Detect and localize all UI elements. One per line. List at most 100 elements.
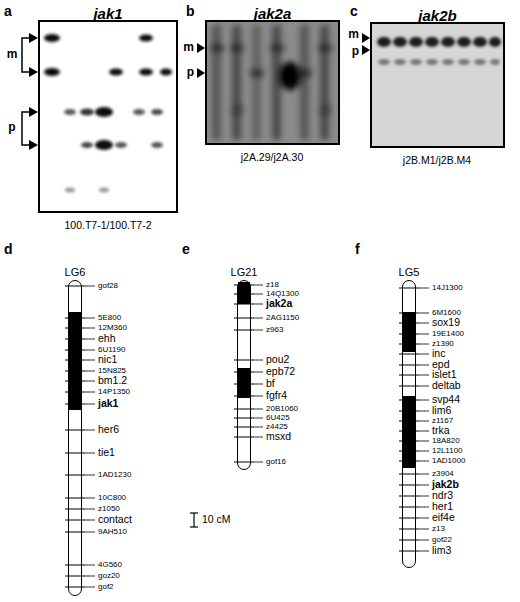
linkage-group-label: LG21	[231, 266, 258, 278]
leader-line	[85, 475, 95, 476]
leader-line	[254, 360, 263, 361]
marker-code: 20B1060	[266, 405, 298, 414]
leader-line	[85, 587, 95, 588]
scale-label: 10 cM	[202, 514, 231, 526]
band-label: p	[352, 45, 359, 58]
leader-line	[85, 392, 95, 393]
marker-code: 12L1100	[432, 447, 463, 456]
leader-line	[254, 330, 263, 331]
gene-marker: fgfr4	[266, 390, 287, 402]
leader-line	[419, 323, 429, 324]
gene-marker: islet1	[432, 369, 457, 381]
gene-marker: trka	[432, 425, 450, 437]
leader-line	[419, 344, 429, 345]
chromosome-art	[65, 282, 429, 587]
gene-marker: her1	[432, 501, 453, 513]
leader-line	[254, 384, 263, 385]
leader-line	[85, 381, 95, 382]
dense-marker-region	[403, 312, 415, 352]
panel-title: jak2b	[418, 8, 456, 25]
linkage-group-label: LG5	[399, 266, 420, 278]
leader-line	[254, 294, 263, 295]
leader-line	[419, 461, 429, 462]
linkage-group-label: LG6	[65, 266, 86, 278]
marker-code: 15N825	[98, 367, 126, 376]
gene-marker: sox19	[432, 317, 460, 329]
panel-letter: f	[355, 242, 360, 257]
gene-marker: tie1	[98, 447, 115, 459]
leader-line	[254, 372, 263, 373]
leader-line	[254, 462, 263, 463]
chromosome-bar: LG21	[237, 280, 251, 470]
gel-image-a	[38, 20, 178, 213]
dense-marker-region	[403, 396, 415, 468]
leader-line	[85, 286, 95, 287]
leader-line	[419, 421, 429, 422]
leader-line	[419, 431, 429, 432]
leader-line	[85, 350, 95, 351]
gene-marker: bf	[266, 378, 275, 390]
gene-marker: ndr3	[432, 490, 453, 502]
gene-marker: eif4e	[432, 512, 455, 524]
marker-code: gof28	[98, 282, 118, 291]
leader-line	[419, 451, 429, 452]
band-label: m	[348, 28, 359, 41]
gene-marker: lim3	[432, 545, 451, 557]
leader-line	[85, 371, 95, 372]
leader-line	[85, 509, 95, 510]
leader-line	[419, 441, 429, 442]
leader-line	[254, 396, 263, 397]
marker-code: z18	[266, 281, 279, 290]
marker-code: z3904	[432, 470, 454, 479]
leader-line	[419, 474, 429, 475]
marker-code: gof16	[266, 458, 286, 467]
gel-image-b	[205, 20, 340, 145]
gel-panel: jak2b	[370, 22, 505, 148]
panel-letter: a	[4, 4, 12, 19]
marker-code: z1050	[98, 505, 120, 514]
leader-line	[85, 404, 95, 405]
marker-code: 14P1350	[98, 388, 130, 397]
gene-marker: svp44	[432, 394, 460, 406]
chromosome-bar: LG5	[402, 280, 416, 568]
marker-code: 9AH510	[98, 528, 127, 537]
marker-code: z1390	[432, 340, 454, 349]
marker-code: gof22	[432, 536, 452, 545]
marker-code: 2AG1150	[266, 314, 299, 323]
marker-code: 10C800	[98, 494, 126, 503]
marker-code: z4425	[266, 423, 288, 432]
marker-code: z963	[266, 326, 283, 335]
gene-marker: nic1	[98, 354, 117, 366]
gene-marker: msxd	[266, 431, 291, 443]
leader-line	[419, 540, 429, 541]
band-arrows-a	[22, 33, 38, 150]
leader-line	[419, 386, 429, 387]
marker-code: 18A820	[432, 437, 460, 446]
leader-line	[85, 520, 95, 521]
marker-code: 5E800	[98, 314, 121, 323]
panel-letter: c	[350, 4, 358, 19]
leader-line	[85, 360, 95, 361]
leader-line	[419, 400, 429, 401]
gel-panel: jak1	[38, 20, 178, 213]
leader-line	[85, 576, 95, 577]
leader-line	[254, 437, 263, 438]
leader-line	[254, 409, 263, 410]
gene-marker: bm1.2	[98, 375, 127, 387]
leader-line	[419, 288, 429, 289]
panel-letter: d	[4, 242, 13, 257]
leader-line	[85, 565, 95, 566]
leader-line	[85, 430, 95, 431]
scale-bar	[190, 513, 198, 527]
marker-code: z1167	[432, 417, 453, 426]
band-label: p	[8, 121, 15, 134]
marker-code: goz20	[98, 572, 120, 581]
band-arrows-c	[362, 33, 370, 55]
gene-marker: inc	[432, 348, 445, 360]
leader-line	[254, 285, 263, 286]
gene-marker: lim6	[432, 405, 451, 417]
leader-line	[419, 411, 429, 412]
gene-marker: jak2b	[432, 479, 459, 491]
marker-code: 1AD1230	[98, 471, 131, 480]
leader-line	[85, 498, 95, 499]
